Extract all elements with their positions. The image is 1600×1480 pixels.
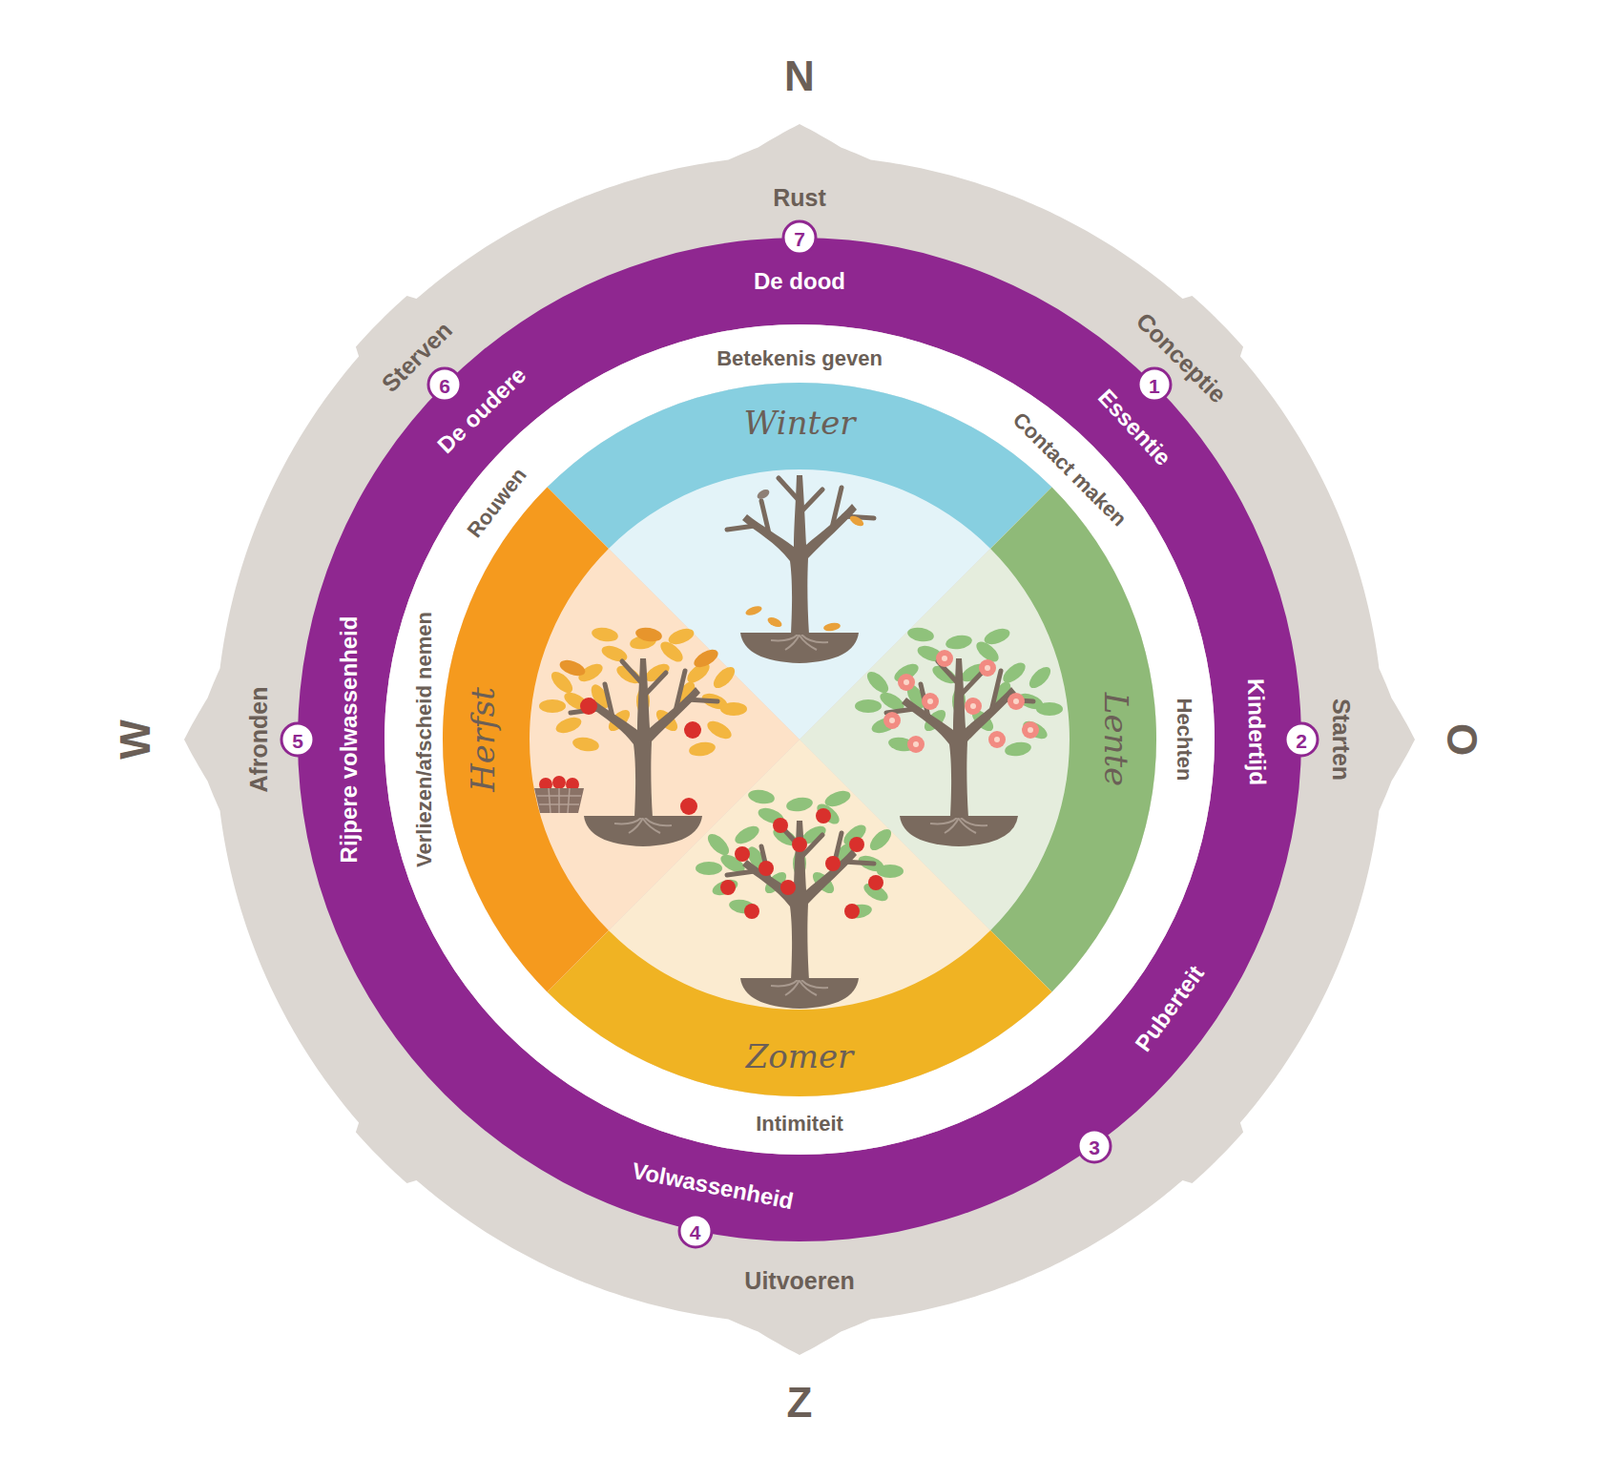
step-circle: 5 [279,721,316,758]
compass-letter: Z [787,1381,813,1424]
season-band: Herfst [442,486,800,993]
compass-ring-shape [184,124,1415,1355]
ring-band-shape [297,237,1302,1242]
season-label: Zomer [746,1039,854,1073]
step-circle-shape [783,221,816,254]
season-band-shape [990,487,1157,993]
step-circle-shape [428,368,461,401]
step-number: 1 [1148,375,1161,396]
step-circle: 2 [1283,721,1320,758]
phase-label: Uitvoeren [744,1267,854,1292]
ring-band-shape [384,324,1215,1155]
theme-label: Intimiteit [755,1113,844,1135]
step-number: 2 [1295,730,1308,751]
season-label: Lente [1100,692,1133,787]
season-label: Herfst [466,686,499,792]
step-circle: 4 [677,1212,714,1249]
life-stage-label: Rijpere volwassenheid [337,616,361,864]
life-stage-label: Kindertijd [1244,677,1269,785]
phase-label: Rust [772,186,827,210]
step-number: 3 [1088,1136,1101,1157]
step-circle-shape [1078,1129,1111,1163]
phase-label: Starten [1329,698,1353,781]
season-band-shape [442,487,609,993]
season-quadrant [442,487,800,993]
season-band-shape [547,930,1053,1097]
step-circle-shape [679,1214,712,1247]
theme-label: Betekenis geven [716,348,883,370]
step-circle-shape [281,723,314,756]
compass-letter: O [1440,723,1483,756]
step-circle: 1 [1136,366,1173,403]
phase-label: Afronden [247,685,271,792]
step-number: 7 [793,228,806,250]
theme-label: Verliezen/afscheid nemen [414,611,436,868]
theme-label: Hechten [1173,698,1195,782]
life-stage-label: De dood [753,270,846,293]
season-label: Winter [743,406,855,439]
step-circle-shape [1138,368,1171,401]
step-circle: 3 [1076,1127,1113,1164]
step-circle: 7 [781,219,818,256]
step-circle-shape [1285,723,1318,756]
step-number: 5 [291,730,304,751]
step-circle: 6 [426,366,463,403]
compass-letter: W [114,719,157,760]
season-band-shape [547,382,1053,549]
step-number: 6 [438,375,451,396]
compass-letter: N [784,55,815,98]
step-number: 4 [689,1221,702,1242]
